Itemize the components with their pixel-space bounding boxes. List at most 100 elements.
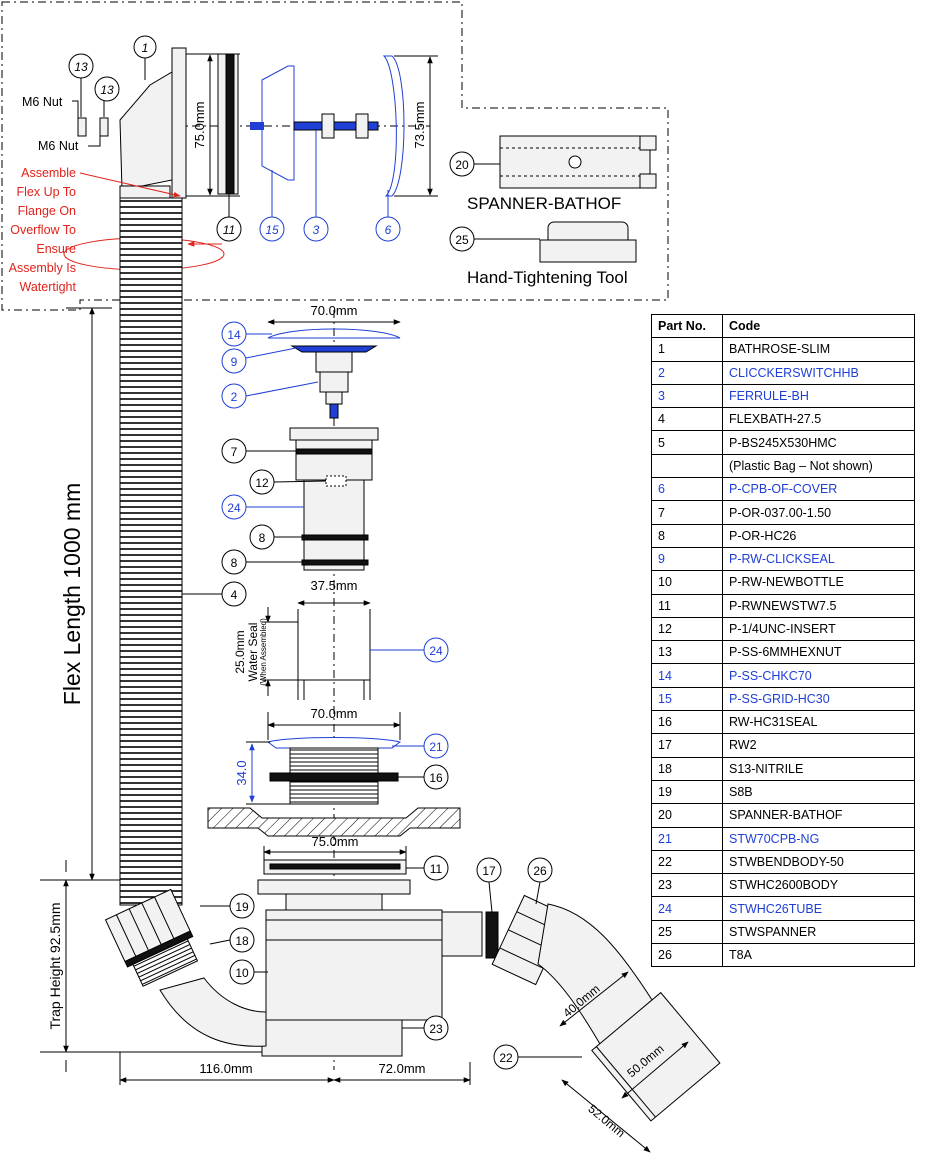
part-number-cell: 16	[651, 710, 723, 735]
callout-11-a: 11	[216, 194, 242, 242]
callout-23: 23	[402, 1015, 449, 1041]
svg-text:20: 20	[455, 158, 469, 172]
body-washer	[263, 859, 407, 875]
trap-height-label: Trap Height 92.5mm	[47, 902, 63, 1029]
svg-text:15: 15	[265, 223, 279, 237]
svg-text:2: 2	[231, 390, 238, 404]
callout-11-b: 11	[406, 855, 449, 881]
bath-section	[207, 807, 461, 837]
part-code-cell: P-BS245X530HMC	[722, 430, 915, 455]
dim-flange-70: 70.0mm	[311, 706, 358, 721]
plug-cap	[267, 328, 401, 339]
callout-10: 10	[229, 959, 268, 985]
part-number-cell: 11	[651, 593, 723, 618]
part-number-cell: 5	[651, 430, 723, 455]
part-code-cell: RW-HC31SEAL	[722, 710, 915, 735]
svg-text:6: 6	[385, 223, 392, 237]
svg-text:23: 23	[429, 1022, 443, 1036]
svg-text:Flange On: Flange On	[18, 204, 76, 218]
m6-nut-bottom-label: M6 Nut	[38, 139, 79, 153]
svg-text:4: 4	[231, 588, 238, 602]
callout-17: 17	[476, 857, 502, 913]
svg-text:13: 13	[74, 60, 88, 74]
flex-length-label: Flex Length 1000 mm	[59, 483, 85, 705]
part-code-cell: P-SS-CHKC70	[722, 663, 915, 688]
water-seal-label-1: 25.0mm	[233, 630, 247, 673]
svg-text:8: 8	[259, 531, 266, 545]
part-code-cell: P-OR-037.00-1.50	[722, 500, 915, 525]
svg-text:16: 16	[429, 771, 443, 785]
part-code-cell: (Plastic Bag – Not shown)	[722, 453, 915, 479]
svg-text:25: 25	[455, 233, 469, 247]
part-code-cell: STWSPANNER	[722, 919, 915, 945]
part-code-cell: STWHC2600BODY	[722, 873, 915, 898]
dim-tube-37-5: 37.5mm	[311, 578, 358, 593]
part-number-cell: 3	[651, 383, 723, 409]
hand-tightening-tool	[539, 221, 637, 263]
part-code-cell: STW70CPB-NG	[722, 826, 915, 851]
parts-table-header: Part No. Code	[651, 313, 915, 339]
svg-text:10: 10	[235, 966, 249, 980]
clickseal	[290, 345, 378, 353]
part-number-cell: 18	[651, 756, 723, 781]
callout-24-a: 24	[221, 494, 304, 520]
callout-12: 12	[249, 469, 327, 495]
waste-flange	[266, 737, 402, 805]
part-code-cell: CLICCKERSWITCHHB	[722, 360, 915, 385]
dim-outlet-52: 52.0mm	[585, 1102, 627, 1141]
part-code-cell: S8B	[722, 779, 915, 805]
callout-8-b: 8	[221, 549, 302, 575]
callout-20: 20	[449, 151, 500, 177]
svg-text:Assembly Is: Assembly Is	[9, 261, 76, 275]
svg-text:Watertight: Watertight	[19, 280, 76, 294]
part-number-cell: 21	[651, 826, 723, 851]
part-code-cell: RW2	[722, 733, 915, 758]
flex-hose	[119, 197, 183, 906]
spanner-bathof	[499, 135, 657, 189]
part-number-cell: 9	[651, 546, 723, 572]
part-number-cell: 10	[651, 570, 723, 595]
table-row: (Plastic Bag – Not shown)	[651, 453, 915, 479]
dim-plug-70: 70.0mm	[311, 303, 358, 318]
part-number-cell: 25	[651, 919, 723, 945]
callout-9: 9	[221, 347, 297, 374]
part-number-cell: 1	[651, 337, 723, 362]
svg-text:13: 13	[100, 83, 114, 97]
m6-nut-1	[77, 117, 87, 137]
callout-3: 3	[303, 130, 329, 242]
part-number-cell: 13	[651, 640, 723, 665]
waste-tube	[289, 427, 379, 571]
overflow-cover	[382, 55, 405, 197]
svg-text:Assemble: Assemble	[21, 166, 76, 180]
dim-overflow-75: 75.0mm	[192, 102, 207, 149]
spanner-label: SPANNER-BATHOF	[467, 194, 621, 213]
part-code-cell: BATHROSE-SLIM	[722, 337, 915, 362]
trap-body	[257, 879, 483, 1057]
part-number-cell: 19	[651, 779, 723, 805]
header-code: Code	[722, 313, 915, 339]
part-number-cell	[651, 453, 723, 479]
callout-19: 19	[200, 893, 255, 919]
hand-tool-label: Hand-Tightening Tool	[467, 268, 628, 287]
part-code-cell: FERRULE-BH	[722, 383, 915, 409]
callout-1: 1	[133, 35, 157, 80]
part-number-cell: 12	[651, 616, 723, 642]
callout-13-b: 13	[94, 76, 120, 117]
svg-text:24: 24	[429, 644, 443, 658]
svg-text:12: 12	[255, 476, 269, 490]
svg-text:24: 24	[227, 501, 241, 515]
